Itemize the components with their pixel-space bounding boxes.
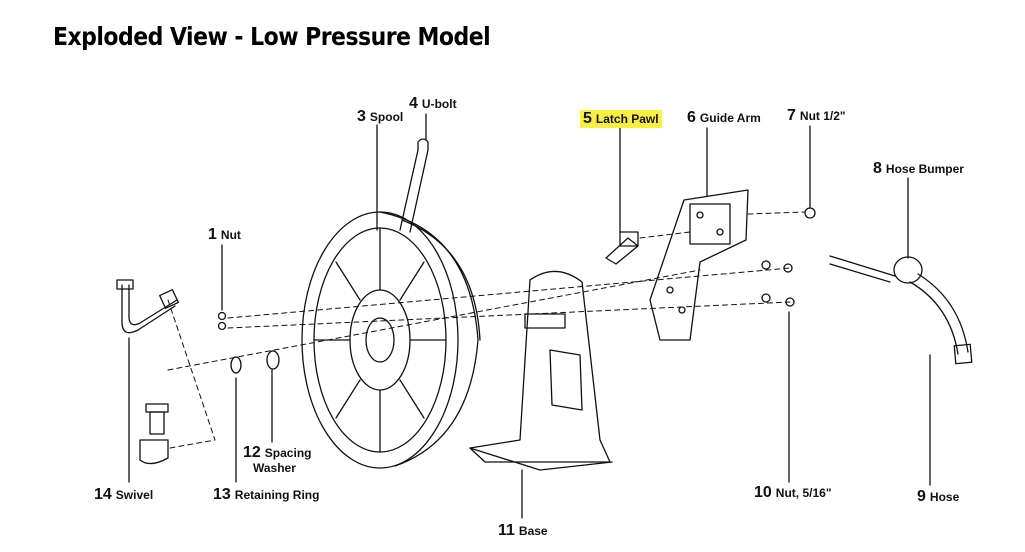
- retaining-ring-part: [230, 356, 242, 374]
- spool-part: [301, 211, 481, 469]
- swivel-part: [116, 279, 179, 465]
- nut-516-part: [761, 260, 795, 307]
- guide-arm-part: [649, 189, 749, 341]
- latch-pawl-part: [605, 231, 639, 265]
- hose-part: [909, 273, 969, 355]
- hose-inlet-part: [829, 255, 896, 283]
- spacing-washer-part: [266, 350, 280, 370]
- axis-main: [167, 269, 701, 371]
- base-part: [469, 270, 613, 471]
- page-title: Exploded View - Low Pressure Model: [53, 22, 491, 51]
- u-bolt-part: [399, 138, 429, 233]
- nut-half-part: [804, 207, 816, 219]
- hose-bumper-part: [893, 256, 923, 284]
